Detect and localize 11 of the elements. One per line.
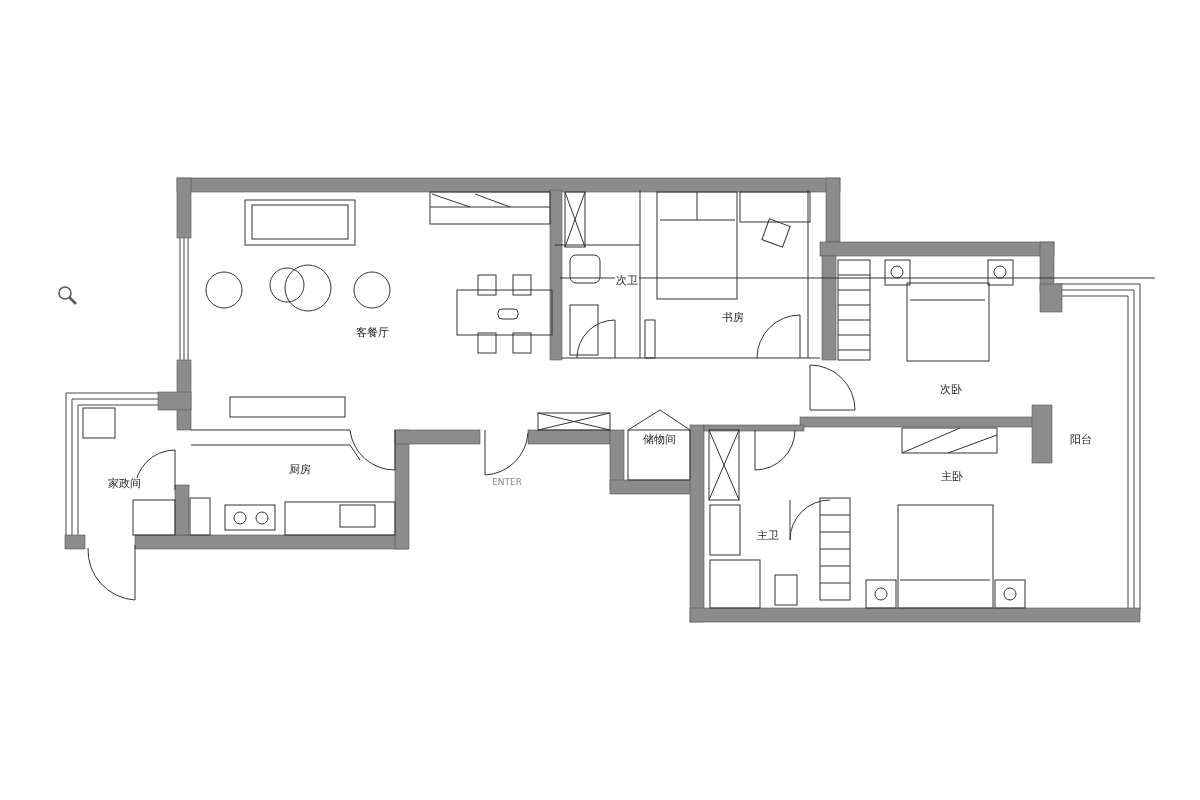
- room-name: 主卫: [756, 529, 780, 543]
- room-name: 主卧: [940, 470, 964, 484]
- room-name: 阳台: [1069, 433, 1093, 447]
- room-name: 厨房: [288, 463, 312, 477]
- room-name: 家政间: [106, 477, 142, 491]
- room-name: 次卫: [615, 274, 639, 288]
- entrance-label: ENTER: [491, 477, 523, 487]
- room-name: 次卧: [939, 383, 963, 397]
- room-name: 客餐厅: [354, 326, 390, 340]
- room-name: 储物间: [641, 433, 677, 447]
- room-name: 书房: [721, 311, 745, 325]
